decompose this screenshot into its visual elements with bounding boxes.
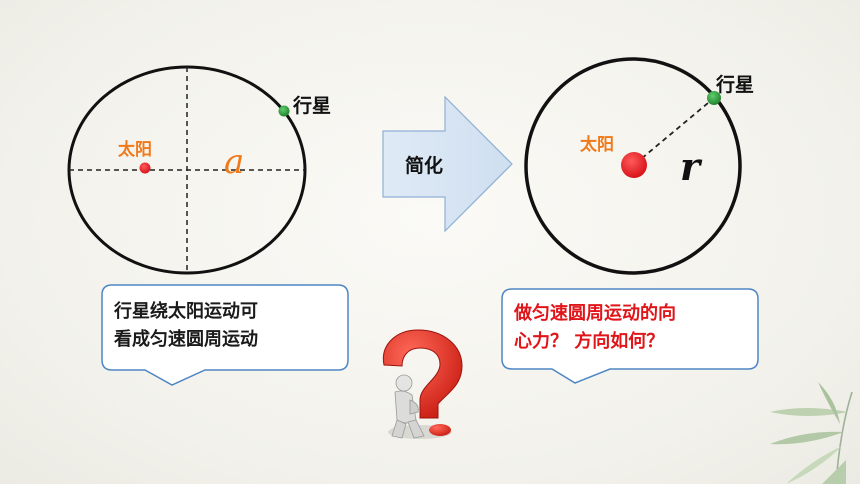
right-bubble-line-1: 做匀速圆周运动的向 bbox=[514, 303, 676, 324]
right-speech-bubble bbox=[501, 288, 759, 384]
simplify-label: 简化 bbox=[405, 155, 444, 177]
planet-ball bbox=[707, 91, 721, 105]
circle-planet-label: 行星 bbox=[716, 74, 755, 96]
radius-symbol: r bbox=[680, 144, 701, 189]
left-speech-bubble bbox=[101, 284, 349, 386]
simplify-arrow-shape bbox=[382, 95, 513, 233]
sun-ball bbox=[621, 152, 647, 178]
right-bubble-line-2: 心力？ 方向如何？ bbox=[514, 331, 665, 352]
left-bubble-text: 行星绕太阳运动可 看成匀速圆周运动 bbox=[114, 298, 258, 354]
sun-dot bbox=[139, 162, 151, 174]
thinking-figure-question-mark bbox=[382, 329, 463, 439]
ellipse-sun-label: 太阳 bbox=[118, 140, 152, 160]
ellipse-orbit-diagram bbox=[67, 65, 307, 275]
left-bubble-line-2: 看成匀速圆周运动 bbox=[114, 329, 258, 350]
ellipse-planet-label: 行星 bbox=[293, 95, 332, 117]
left-bubble-line-1: 行星绕太阳运动可 bbox=[114, 301, 258, 322]
circle-sun-label: 太阳 bbox=[580, 135, 614, 155]
simplify-arrow bbox=[382, 95, 513, 233]
semi-major-axis-symbol: a bbox=[224, 142, 245, 182]
planet-dot bbox=[278, 105, 290, 117]
radius-line bbox=[634, 97, 715, 165]
bamboo-leaves-decoration bbox=[770, 382, 853, 484]
circle-orbit-diagram bbox=[524, 57, 742, 275]
right-bubble-text: 做匀速圆周运动的向 心力？ 方向如何？ bbox=[514, 300, 676, 356]
circular-orbit bbox=[524, 57, 742, 275]
